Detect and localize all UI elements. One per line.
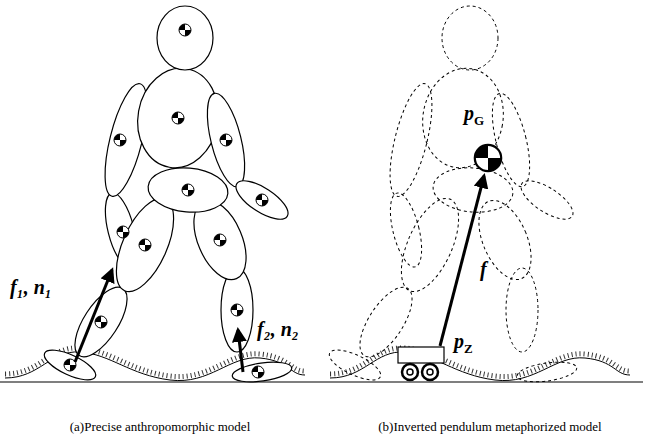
force-moment-label: f₁, n₁ — [8, 276, 54, 298]
caption: (b)Inverted pendulum metaphorized model — [378, 420, 601, 434]
center-of-mass-marks — [64, 24, 268, 378]
force-arrow — [75, 270, 112, 362]
force-arrow — [238, 330, 243, 372]
force-label: f — [478, 258, 489, 280]
center-of-mass-mark — [475, 145, 501, 171]
ground — [318, 348, 643, 382]
zmp-position-label: pZ — [452, 330, 475, 356]
cart — [398, 347, 444, 380]
com-position-label: pG — [462, 102, 486, 128]
force-moment-label: f₂, n₂ — [255, 318, 301, 340]
dashed-humanoid-outline — [325, 6, 578, 386]
caption: (a)Precise anthropomorphic model — [70, 420, 251, 434]
